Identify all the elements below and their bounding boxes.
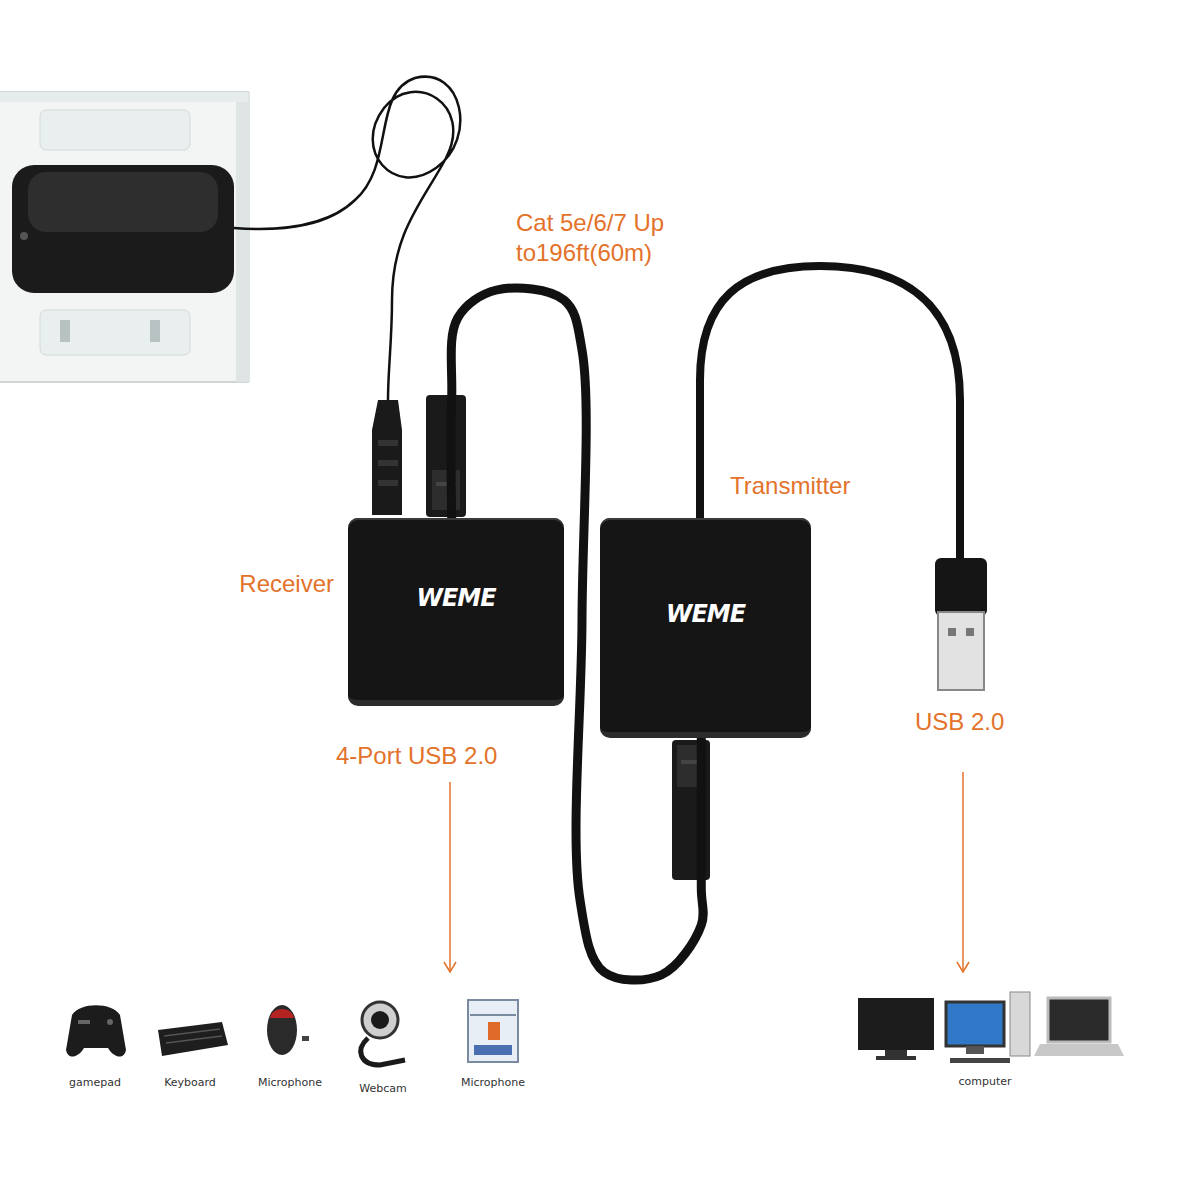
mouse-icon-part — [302, 1036, 309, 1041]
webcam-icon — [361, 1002, 405, 1065]
gamepad-icon-part — [107, 1019, 113, 1025]
device-label: Receiver — [239, 570, 334, 598]
gamepad-icon-part — [66, 1005, 126, 1056]
dc-plug-part — [378, 440, 398, 446]
port-label: 4-Port USB 2.0 — [336, 742, 551, 770]
device-caption: computer — [935, 1075, 1035, 1088]
wall-outlet-part — [0, 92, 248, 102]
usb-plug-part — [935, 558, 987, 616]
usb-plug-part — [948, 628, 956, 636]
usb-plug-part — [966, 628, 974, 636]
printer-icon-part — [474, 1045, 512, 1055]
rj45-plug-part — [426, 395, 466, 517]
usb-plug-part — [938, 612, 984, 690]
desktop-icon-part — [966, 1046, 984, 1054]
device-caption: Microphone — [443, 1076, 543, 1089]
desktop-icon-part — [946, 1002, 1004, 1046]
cable-label: Cat 5e/6/7 Up to196ft(60m) — [516, 208, 716, 268]
wall-outlet-part — [236, 92, 250, 382]
power-wire — [234, 77, 460, 400]
printer-icon-part — [468, 1000, 518, 1062]
monitor-icon-part — [876, 1056, 916, 1060]
mouse-icon-part — [267, 1005, 297, 1055]
desktop-icon — [946, 992, 1030, 1063]
device-caption: gamepad — [45, 1076, 145, 1089]
leader-arrow-part — [449, 782, 451, 970]
device-caption: Microphone — [240, 1076, 340, 1089]
device-caption: Webcam — [333, 1082, 433, 1095]
desktop-icon-part — [1010, 992, 1030, 1056]
keyboard-icon-part — [158, 1022, 228, 1056]
monitor-icon-part — [885, 1050, 907, 1056]
usb-plug — [935, 558, 987, 690]
printer-icon — [468, 1000, 518, 1062]
extender-box: TransmitterWEME — [600, 518, 811, 738]
dc-plug-part — [378, 460, 398, 466]
device-caption: Keyboard — [140, 1076, 240, 1089]
printer-icon-part — [488, 1022, 500, 1040]
wall-outlet — [0, 92, 250, 382]
brand-logo: WEME — [348, 584, 564, 612]
dc-plug — [372, 400, 402, 515]
brand-logo: WEME — [600, 600, 811, 628]
device-label: Transmitter — [730, 472, 850, 500]
leader-arrow-part — [957, 962, 969, 972]
mouse-icon-part — [270, 1009, 294, 1018]
desktop-icon-part — [950, 1058, 1010, 1063]
gamepad-icon-part — [78, 1020, 90, 1024]
dc-plug-part — [378, 480, 398, 486]
monitor-icon — [858, 998, 934, 1060]
wall-outlet-part — [150, 320, 160, 342]
monitor-icon-part — [858, 998, 934, 1050]
wall-outlet-part — [40, 110, 190, 150]
leader-arrow — [444, 782, 456, 972]
mouse-icon — [267, 1005, 309, 1055]
leader-arrow-part — [962, 772, 964, 970]
leader-arrow — [957, 772, 969, 972]
wall-outlet-part — [60, 320, 70, 342]
printer-icon-part — [470, 1014, 516, 1016]
webcam-icon-part — [362, 1002, 398, 1038]
keyboard-icon-part — [164, 1029, 220, 1036]
wall-outlet-part — [40, 310, 190, 355]
power-adapter-part — [20, 232, 28, 240]
laptop-icon — [1034, 998, 1124, 1056]
gamepad-icon — [66, 1005, 126, 1056]
leader-arrow-part — [444, 962, 456, 972]
laptop-icon-part — [1034, 1044, 1124, 1056]
power-adapter-part — [28, 172, 218, 232]
webcam-icon-part — [361, 1038, 405, 1065]
port-label: USB 2.0 — [915, 708, 1025, 736]
dc-plug-part — [372, 400, 402, 515]
extender-box: ReceiverWEME — [348, 518, 564, 706]
power-adapter-part — [12, 165, 234, 293]
power-adapter — [12, 165, 234, 293]
wall-outlet-part — [0, 92, 248, 382]
rj45-plug — [426, 395, 466, 517]
laptop-icon-part — [1048, 998, 1110, 1042]
keyboard-icon-part — [166, 1036, 222, 1043]
webcam-icon-part — [371, 1011, 389, 1029]
keyboard-icon — [158, 1022, 228, 1056]
